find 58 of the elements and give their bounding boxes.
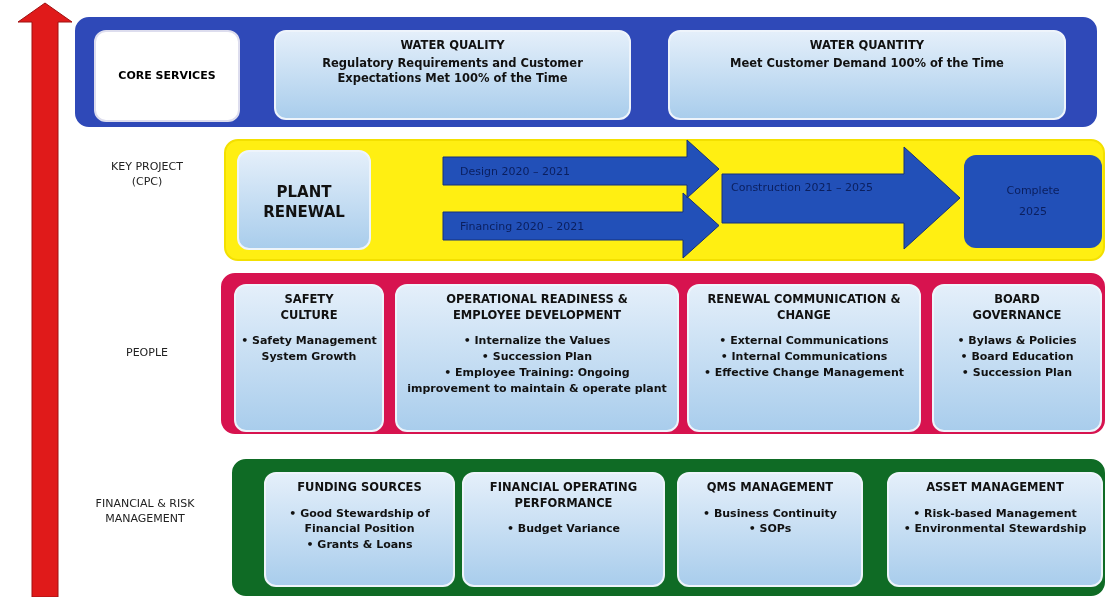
heading: RENEWAL COMMUNICATION & CHANGE bbox=[706, 292, 902, 324]
bullet-item: • Effective Change Management bbox=[703, 364, 904, 381]
bullet-item: • Environmental Stewardship bbox=[903, 521, 1087, 538]
heading: ASSET MANAGEMENT bbox=[925, 480, 1065, 496]
bullet-item: • SOPs bbox=[747, 521, 793, 538]
info-card bbox=[462, 472, 665, 587]
heading: OPERATIONAL READINESS & EMPLOYEE DEVELOPMENT bbox=[445, 292, 629, 324]
heading: WATER QUALITY bbox=[399, 38, 506, 54]
heading: SAFETY CULTURE bbox=[279, 292, 339, 324]
info-card bbox=[274, 30, 631, 120]
block-arrow bbox=[442, 139, 720, 199]
bullet-item: • Good Stewardship of Financial Position bbox=[288, 505, 431, 538]
bullet-item: • Safety Management System Growth bbox=[240, 333, 378, 365]
bullet-item: • Budget Variance bbox=[506, 521, 621, 537]
heading: QMS MANAGEMENT bbox=[705, 480, 835, 496]
heading: FINANCIAL OPERATING PERFORMANCE bbox=[488, 480, 639, 512]
bullet-item: • Risk-based Management bbox=[912, 505, 1078, 522]
bullet-item: • Internalize the Values bbox=[462, 333, 612, 349]
bullet-item: • Succession Plan bbox=[960, 364, 1074, 381]
project-box bbox=[237, 150, 371, 250]
description: Meet Customer Demand 100% of the Time bbox=[729, 55, 1005, 72]
bullet-item: • External Communications bbox=[718, 333, 890, 349]
info-card bbox=[264, 472, 455, 587]
info-card bbox=[687, 284, 921, 432]
block-arrow bbox=[721, 146, 961, 250]
info-card bbox=[932, 284, 1102, 432]
band bbox=[75, 17, 1097, 127]
row-label: PEOPLE bbox=[125, 346, 169, 361]
arrow-label: Design 2020 – 2021 bbox=[460, 165, 570, 178]
bullet-item: • Grants & Loans bbox=[305, 537, 414, 554]
row-label: FINANCIAL & RISK MANAGEMENT bbox=[95, 497, 195, 527]
bullet-item: • Board Education bbox=[959, 348, 1075, 365]
heading: PLANT RENEWAL bbox=[262, 182, 346, 223]
info-card bbox=[395, 284, 679, 432]
band bbox=[221, 273, 1105, 434]
arrow-label: Construction 2021 – 2025 bbox=[731, 180, 875, 196]
band bbox=[224, 139, 1105, 261]
arrow-label: Financing 2020 – 2021 bbox=[460, 220, 585, 233]
heading: BOARD GOVERNANCE bbox=[971, 292, 1063, 324]
description: Regulatory Requirements and Customer Expectations Met 100% of the Time bbox=[321, 55, 584, 87]
block-arrow bbox=[442, 192, 720, 259]
bullet-item: • Business Continuity bbox=[703, 505, 837, 522]
info-card bbox=[887, 472, 1103, 587]
info-card bbox=[668, 30, 1066, 120]
milestone-label: Complete 2025 bbox=[1005, 182, 1061, 220]
milestone-box bbox=[964, 155, 1102, 248]
band bbox=[232, 459, 1105, 596]
bullet-item: • Succession Plan bbox=[480, 348, 594, 365]
heading: FUNDING SOURCES bbox=[296, 480, 423, 496]
info-card bbox=[234, 284, 384, 432]
bullet-item: • Employee Training: Ongoing improvement to maintain & operate plant bbox=[406, 364, 668, 397]
heading: WATER QUANTITY bbox=[808, 38, 926, 54]
label-box bbox=[94, 30, 240, 122]
heading: CORE SERVICES bbox=[118, 68, 216, 84]
row-label: KEY PROJECT (CPC) bbox=[110, 160, 184, 190]
info-card bbox=[677, 472, 863, 587]
bullet-item: • Bylaws & Policies bbox=[957, 333, 1077, 349]
bullet-item: • Internal Communications bbox=[719, 348, 889, 365]
